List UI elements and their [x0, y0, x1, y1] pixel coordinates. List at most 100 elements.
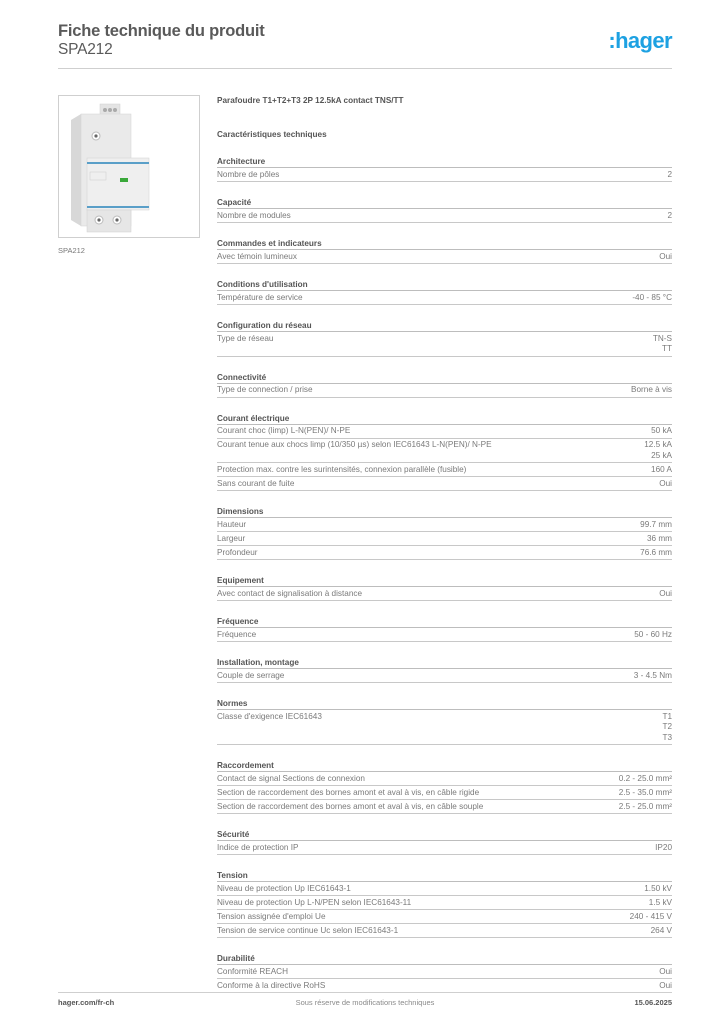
page-title: Fiche technique du produit [58, 22, 265, 40]
section-title: Conditions d'utilisation [217, 279, 672, 291]
spec-label: Protection max. contre les surintensités… [217, 464, 467, 474]
section-title: Commandes et indicateurs [217, 238, 672, 250]
spec-value: 2.5 - 35.0 mm² [619, 788, 672, 799]
spec-row: Section de raccordement des bornes amont… [217, 786, 672, 800]
spec-value: 1.5 kV [649, 898, 672, 909]
spec-label: Avec contact de signalisation à distance [217, 588, 363, 598]
spec-row: Tension assignée d'emploi Ue 240 - 415 V [217, 910, 672, 924]
spec-label: Section de raccordement des bornes amont… [217, 801, 484, 811]
spec-label: Hauteur [217, 519, 247, 529]
spec-value-line: 76.6 mm [640, 547, 672, 557]
spec-value-line: 12.5 kA [644, 440, 672, 449]
spec-label: Classe d'exigence IEC61643 [217, 711, 322, 721]
spec-label: Sans courant de fuite [217, 478, 295, 488]
spec-value-line: 160 A [651, 464, 672, 474]
spec-value: 240 - 415 V [630, 912, 672, 923]
spec-value-line: 1.5 kV [648, 897, 672, 907]
spec-label: Tension assignée d'emploi Ue [217, 911, 326, 921]
spec-value-line: 2 [667, 169, 672, 179]
spec-value: 1.50 kV [644, 884, 672, 895]
spec-value-line: 3 - 4.5 Nm [633, 670, 672, 680]
document-date: 15.06.2025 [634, 998, 672, 1007]
spec-value-line: 0.2 - 25.0 mm² [618, 773, 672, 783]
spec-label: Tension de service continue Uc selon IEC… [217, 925, 399, 935]
spec-value: 36 mm [647, 534, 672, 545]
spec-row: Tension de service continue Uc selon IEC… [217, 924, 672, 938]
section-title: Dimensions [217, 506, 672, 518]
spec-label: Indice de protection IP [217, 842, 299, 852]
spec-value: 160 A [651, 465, 672, 476]
spec-value-line: TT [661, 344, 672, 353]
spec-value-line: 50 kA [651, 426, 672, 435]
product-name: Parafoudre T1+T2+T3 2P 12.5kA contact TN… [217, 96, 404, 105]
spec-label: Conformité REACH [217, 966, 288, 976]
section-title: Sécurité [217, 829, 672, 841]
section-title: Courant électrique [217, 413, 672, 425]
spec-value: 2.5 - 25.0 mm² [619, 802, 672, 813]
spec-value-line: 264 V [650, 925, 672, 935]
spec-row: Niveau de protection Up L-N/PEN selon IE… [217, 896, 672, 910]
spec-value-line: 25 kA [651, 450, 672, 460]
spec-row: Section de raccordement des bornes amont… [217, 800, 672, 814]
spec-value-line: 2 [667, 210, 672, 220]
spec-value: 2 [667, 211, 672, 222]
spec-value: Borne à vis [631, 385, 672, 396]
spec-value: 2 [667, 170, 672, 181]
spec-row: Courant tenue aux chocs limp (10/350 µs)… [217, 439, 672, 463]
spec-value: Oui [659, 981, 672, 992]
spec-label: Section de raccordement des bornes amont… [217, 787, 480, 797]
spec-value-line: 2.5 - 25.0 mm² [618, 801, 672, 811]
spec-label: Largeur [217, 533, 246, 543]
website-link[interactable]: hager.com/fr-ch [58, 998, 115, 1007]
spec-value: Oui [659, 479, 672, 490]
spec-row: Avec contact de signalisation à distance… [217, 587, 672, 601]
section-title: Normes [217, 698, 672, 710]
spec-value-line: 240 - 415 V [629, 911, 672, 921]
spec-row: Indice de protection IP IP20 [217, 841, 672, 855]
spec-value-line: IP20 [655, 842, 672, 852]
spec-row: Largeur 36 mm [217, 532, 672, 546]
spec-value: Oui [659, 967, 672, 978]
surge-protector-module-icon [59, 96, 199, 237]
spec-value: 264 V [651, 926, 672, 937]
image-caption: SPA212 [58, 246, 85, 255]
section-title: Fréquence [217, 616, 672, 628]
spec-value-line: Oui [659, 478, 672, 488]
spec-value-line: Oui [659, 966, 672, 976]
spec-label: Température de service [217, 292, 303, 302]
section-title: Capacité [217, 197, 672, 209]
spec-value-line: -40 - 85 °C [632, 292, 672, 302]
spec-value: Oui [659, 589, 672, 600]
spec-value: 50 kA [651, 426, 672, 437]
spec-label: Courant choc (limp) L-N(PEN)/ N-PE [217, 426, 351, 435]
spec-row: Protection max. contre les surintensités… [217, 463, 672, 477]
spec-row: Niveau de protection Up IEC61643-1 1.50 k… [217, 882, 672, 896]
spec-value: IP20 [655, 843, 672, 854]
spec-label: Niveau de protection Up IEC61643-1 [217, 883, 351, 893]
spec-label: Profondeur [217, 547, 258, 557]
section-title: Raccordement [217, 760, 672, 772]
spec-value-line: Borne à vis [631, 385, 672, 394]
hager-logo: :hager [608, 28, 672, 53]
spec-label: Contact de signal Sections de connexion [217, 773, 365, 783]
spec-label: Courant tenue aux chocs limp (10/350 µs)… [217, 440, 492, 449]
spec-value: 3 - 4.5 Nm [634, 671, 672, 682]
